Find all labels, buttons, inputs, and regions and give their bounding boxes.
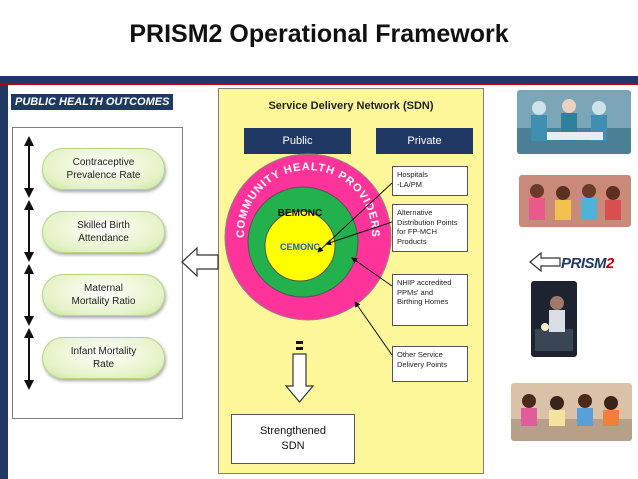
outcome-line: Prevalence Rate [66,170,141,181]
private-header: Private [376,128,473,154]
outcome-line: Skilled Birth [77,220,130,231]
dashed-down-arrow-icon [284,341,315,403]
connector-arrows [317,182,393,356]
photo-classroom [511,383,632,441]
double-arrow-icon [24,200,34,262]
prism2-logo: PRISM2 [561,255,614,272]
private-box-line: Products [397,236,427,246]
private-box-line: Distribution Points [397,217,458,227]
private-box-line: PPMs' and [397,287,434,297]
outcome-line: Maternal [84,283,123,294]
double-arrow-icon [24,328,34,390]
photo-health-worker [531,281,577,357]
left-accent-bar [0,85,8,479]
result-line: SDN [281,440,305,452]
bemonc-label: BEMONC [278,208,322,219]
result-line: Strengthened [259,425,327,437]
strengthened-sdn-box: Strengthened SDN [231,414,355,464]
cemonc-label: CEMONC [280,242,320,252]
public-header: Public [244,128,351,154]
outcome-line: Attendance [78,233,129,244]
header-rule [0,76,638,83]
logo-arrow-left-icon [529,251,561,273]
private-box-line: Alternative [397,208,433,217]
private-box-line: NHIP accredited [397,278,452,287]
block-arrow-left-icon [181,246,219,278]
outcome-maternal-mortality-ratio: Maternal Mortality Ratio [42,274,165,316]
outcome-line: Infant Mortality [70,346,137,357]
outcome-line: Rate [92,359,115,370]
double-arrow-icon [24,264,34,326]
private-box-line: Hospitals [397,170,428,179]
outcome-infant-mortality-rate: Infant Mortality Rate [42,337,165,379]
sdn-title: Service Delivery Network (SDN) [268,100,434,112]
outcome-skilled-birth-attendance: Skilled Birth Attendance [42,211,165,253]
private-box-line: for FP-MCH [397,227,437,236]
photo-surgery-team [517,90,631,154]
private-box-line: Other Service [397,350,443,359]
double-arrow-icon [24,136,34,198]
outcome-contraceptive-prevalence-rate: Contraceptive Prevalence Rate [42,148,165,190]
page-title: PRISM2 Operational Framework [129,20,509,48]
public-health-outcomes-label: PUBLIC HEALTH OUTCOMES [11,94,174,110]
private-box-nhip-accredited: NHIP accredited PPMs' and Birthing Homes [392,274,468,326]
header-rule-accent [0,83,638,85]
private-box-alternative-distribution: Alternative Distribution Points for FP-M… [392,204,468,252]
private-box-line: -LA/PM [397,179,423,189]
private-box-line: Birthing Homes [397,297,449,306]
private-box-other-service-points: Other Service Delivery Points [392,346,468,382]
private-box-hospitals: Hospitals -LA/PM [392,166,468,196]
outcome-line: Mortality Ratio [71,296,136,307]
photo-community-group [519,175,631,227]
cemonc-circle [264,210,336,282]
private-box-line: Delivery Points [397,359,448,369]
outcome-line: Contraceptive [72,157,135,168]
